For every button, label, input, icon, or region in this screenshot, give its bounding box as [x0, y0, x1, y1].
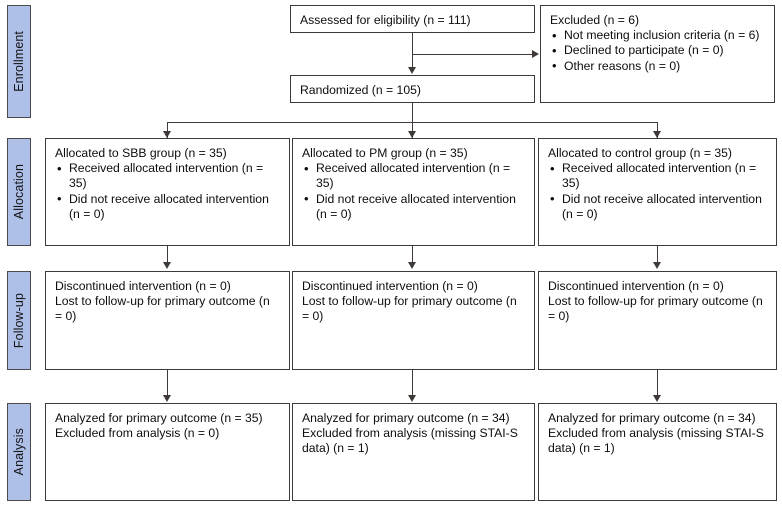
analysis-line-1: Analyzed for primary outcome (n = 34): [302, 411, 510, 425]
connector-followup-to-analysis-left: [167, 370, 168, 396]
box-allocation-control: Allocated to control group (n = 35) Rece…: [538, 138, 777, 246]
arrowhead-followup-center: [408, 262, 416, 269]
connector-followup-to-analysis-right: [657, 370, 658, 396]
arrowhead-to-excluded: [532, 50, 539, 58]
arrowhead-followup-left: [163, 262, 171, 269]
followup-line-2: Lost to follow-up for primary outcome (n…: [55, 294, 270, 324]
allocation-heading: Allocated to SBB group (n = 35): [55, 146, 227, 160]
stage-label-analysis-text: Analysis: [12, 428, 26, 476]
allocation-heading: Allocated to PM group (n = 35): [302, 146, 468, 160]
arrowhead-followup-right: [653, 262, 661, 269]
excluded-bullet-list: Not meeting inclusion criteria (n = 6) D…: [550, 28, 765, 74]
followup-line-2: Lost to follow-up for primary outcome (n…: [548, 294, 763, 324]
connector-assessed-to-randomized: [412, 33, 413, 68]
box-allocation-sbb: Allocated to SBB group (n = 35) Received…: [45, 138, 290, 246]
analysis-line-2: Excluded from analysis (missing STAI-S d…: [302, 426, 518, 456]
connector-branch-center: [412, 122, 413, 138]
followup-line-1: Discontinued intervention (n = 0): [302, 279, 478, 293]
box-analysis-pm: Analyzed for primary outcome (n = 34) Ex…: [292, 403, 535, 501]
list-item: Did not receive allocated intervention (…: [302, 191, 525, 222]
analysis-line-1: Analyzed for primary outcome (n = 34): [548, 411, 756, 425]
followup-line-1: Discontinued intervention (n = 0): [548, 279, 724, 293]
stage-label-enrollment: Enrollment: [7, 5, 31, 118]
arrowhead-analysis-left: [163, 395, 171, 402]
connector-followup-to-analysis-center: [412, 370, 413, 396]
box-randomized: Randomized (n = 105): [290, 75, 535, 103]
connector-alloc-to-followup-center: [412, 246, 413, 263]
arrowhead-to-randomized: [408, 67, 416, 74]
box-allocation-pm: Allocated to PM group (n = 35) Received …: [292, 138, 535, 246]
excluded-heading: Excluded (n = 6): [550, 13, 640, 27]
connector-randomized-down: [412, 103, 413, 122]
list-item: Received allocated intervention (n = 35): [548, 161, 767, 191]
list-item: Did not receive allocated intervention (…: [548, 191, 767, 222]
box-assessed-for-eligibility: Assessed for eligibility (n = 111): [290, 5, 535, 33]
allocation-bullet-list: Received allocated intervention (n = 35)…: [302, 161, 525, 222]
list-item: Other reasons (n = 0): [550, 58, 765, 74]
analysis-line-2: Excluded from analysis (missing STAI-S d…: [548, 426, 764, 456]
arrowhead-analysis-right: [653, 395, 661, 402]
box-excluded: Excluded (n = 6) Not meeting inclusion c…: [540, 5, 775, 103]
allocation-heading: Allocated to control group (n = 35): [548, 146, 732, 160]
box-analysis-control: Analyzed for primary outcome (n = 34) Ex…: [538, 403, 777, 501]
allocation-bullet-list: Received allocated intervention (n = 35)…: [548, 161, 767, 222]
stage-label-enrollment-text: Enrollment: [12, 31, 26, 92]
connector-alloc-to-followup-right: [657, 246, 658, 263]
analysis-line-2: Excluded from analysis (n = 0): [55, 426, 220, 441]
analysis-line-1: Analyzed for primary outcome (n = 35): [55, 411, 263, 425]
list-item: Declined to participate (n = 0): [550, 43, 765, 58]
list-item: Received allocated intervention (n = 35): [302, 161, 525, 191]
arrowhead-allocation-left: [163, 131, 171, 138]
stage-label-followup: Follow-up: [7, 271, 31, 370]
arrowhead-allocation-right: [653, 131, 661, 138]
list-item: Did not receive allocated intervention (…: [55, 191, 280, 222]
arrowhead-analysis-center: [408, 395, 416, 402]
stage-label-followup-text: Follow-up: [12, 292, 26, 349]
stage-label-allocation: Allocation: [7, 138, 31, 246]
box-followup-sbb: Discontinued intervention (n = 0) Lost t…: [45, 271, 290, 370]
randomized-text: Randomized (n = 105): [300, 83, 421, 97]
allocation-bullet-list: Received allocated intervention (n = 35)…: [55, 161, 280, 222]
assessed-text: Assessed for eligibility (n = 111): [300, 13, 471, 27]
list-item: Received allocated intervention (n = 35): [55, 161, 280, 191]
list-item: Not meeting inclusion criteria (n = 6): [550, 28, 765, 43]
stage-label-analysis: Analysis: [7, 403, 31, 501]
connector-to-excluded: [412, 54, 533, 55]
connector-alloc-to-followup-left: [167, 246, 168, 263]
connector-branch-left: [167, 122, 168, 138]
box-analysis-sbb: Analyzed for primary outcome (n = 35) Ex…: [45, 403, 290, 501]
followup-line-2: Lost to follow-up for primary outcome (n…: [302, 294, 517, 324]
connector-branch-right: [657, 122, 658, 138]
box-followup-pm: Discontinued intervention (n = 0) Lost t…: [292, 271, 535, 370]
arrowhead-allocation-center: [408, 131, 416, 138]
stage-label-allocation-text: Allocation: [12, 164, 26, 220]
followup-line-1: Discontinued intervention (n = 0): [55, 279, 231, 293]
box-followup-control: Discontinued intervention (n = 0) Lost t…: [538, 271, 777, 370]
